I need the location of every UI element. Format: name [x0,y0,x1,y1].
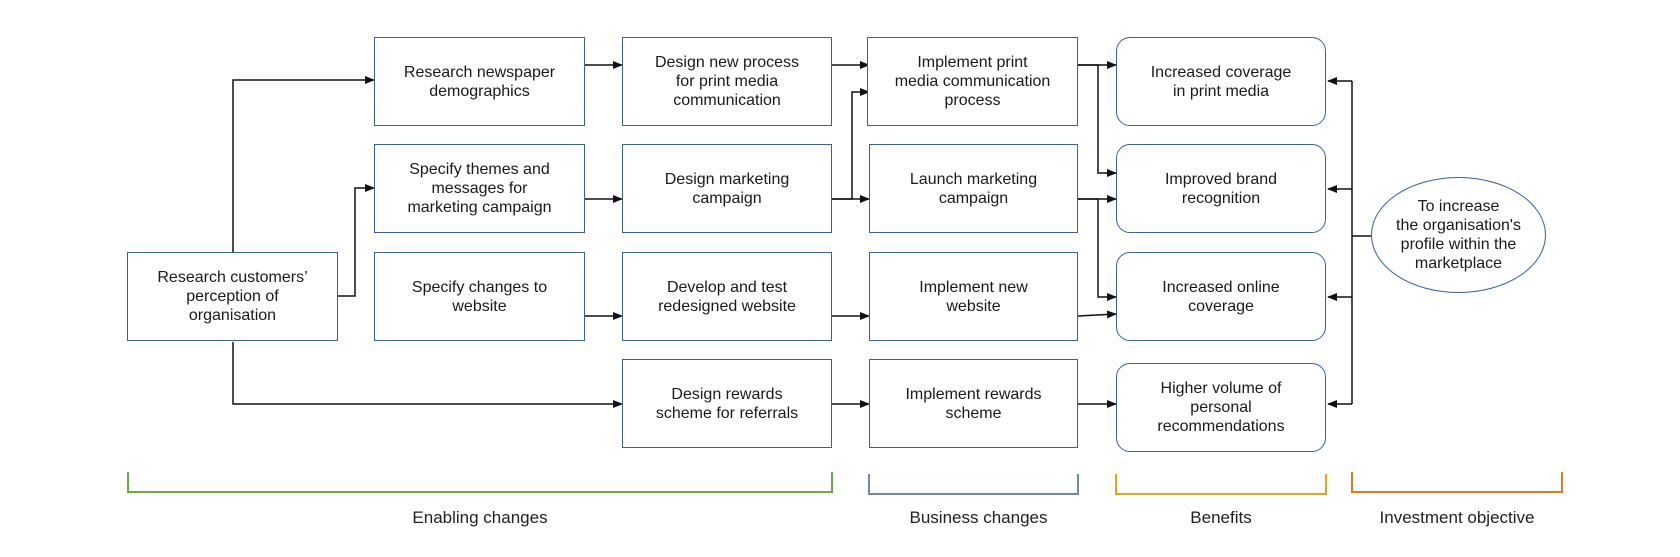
specify-website-box: Specify changes to website [374,252,585,341]
implement-rewards-box: Implement rewards scheme [869,359,1078,448]
implement-print-box: Implement print media communication proc… [867,37,1078,126]
enabling-bracket [127,472,833,493]
research-customers-box: Research customers’ perception of organi… [127,252,338,341]
business-changes-label: Business changes [909,508,1048,527]
design-marketing-box: Design marketing campaign [622,144,832,233]
investment-objective-label: Investment objective [1379,508,1535,527]
develop-website-box: Develop and test redesigned website [622,252,832,341]
benefit-print-box: Increased coverage in print media [1116,37,1326,126]
arrow-customers-to-rewards [232,342,623,408]
arrow-launch-to-online [1078,198,1117,301]
business-bracket [868,474,1079,495]
benefits-label: Benefits [1190,508,1252,527]
benefit-brand-box: Improved brand recognition [1116,144,1326,233]
specify-themes-box: Specify themes and messages for marketin… [374,144,585,233]
arrow-customers-to-themes [338,184,375,297]
arrow-marketing-to-implement-print [832,88,870,200]
arrow-implement-print-to-brand [1078,64,1117,177]
design-rewards-box: Design rewards scheme for referrals [622,359,832,448]
arrow-website-to-online [1077,310,1117,319]
objective-ellipse: To increase the organisation's profile w… [1371,177,1546,293]
enabling-changes-label: Enabling changes [412,508,548,527]
research-newspaper-box: Research newspaper demographics [374,37,585,126]
benefit-recommend-box: Higher volume of personal recommendation… [1116,363,1326,452]
benefits-bracket [1115,474,1327,495]
implement-website-box: Implement new website [869,252,1078,341]
design-print-box: Design new process for print media commu… [622,37,832,126]
objective-bracket [1351,472,1563,493]
launch-marketing-box: Launch marketing campaign [869,144,1078,233]
arrow-customers-to-newspaper [232,76,375,252]
benefit-online-box: Increased online coverage [1116,252,1326,341]
